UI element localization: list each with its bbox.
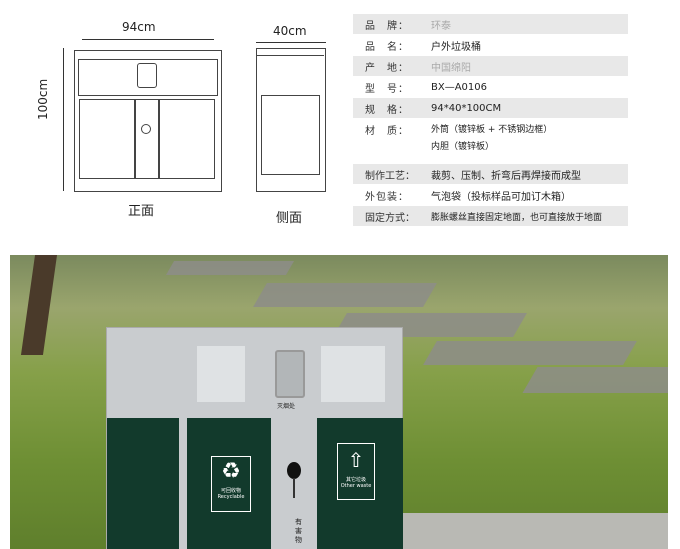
height-label: 100cm xyxy=(36,78,50,120)
other-waste-sign: ⇧ 其它垃圾 Other waste xyxy=(337,443,375,500)
spec-key: 外包装： xyxy=(365,191,409,203)
spec-value: 94*40*100CM xyxy=(431,102,502,114)
other-cn: 其它垃圾 xyxy=(345,477,366,483)
spec-row: 固定方式： 膨胀螺丝直接固定地面，也可直接放于地面 xyxy=(353,206,628,226)
spec-key: 规 格： xyxy=(365,104,409,116)
spec-row: 品 牌： 环泰 xyxy=(353,14,628,34)
ashtray-label: 灭烟处 xyxy=(277,403,296,410)
other-en: Other waste xyxy=(340,483,372,489)
spec-value: 膨胀螺丝直接固定地面，也可直接放于地面 xyxy=(431,212,603,223)
depth-label: 40cm xyxy=(273,24,307,38)
keyhole xyxy=(287,462,301,479)
spec-key: 制作工艺： xyxy=(365,170,415,182)
spec-value: 内胆（镀锌板） xyxy=(431,142,495,152)
trash-bin: 灭烟处 ♻ 可回收物 Recyclable ⇧ 其它垃圾 Other waste… xyxy=(106,327,403,549)
spec-row: 产 地： 中国绵阳 xyxy=(353,56,628,76)
spec-value: 环泰 xyxy=(431,20,451,32)
other-waste-door xyxy=(317,418,403,549)
spec-row: 外包装： 气泡袋（投标样品可加订木箱） xyxy=(353,184,628,206)
spec-row: 品 名： 户外垃圾桶 xyxy=(353,34,628,56)
spec-row: 制作工艺： 裁剪、压制、折弯后再焊接而成型 xyxy=(353,164,628,184)
height-dimension-line xyxy=(63,48,64,191)
depth-dimension-line xyxy=(256,42,326,43)
harmful-label: 有害物 xyxy=(295,518,302,544)
spec-table: 品 牌： 环泰 品 名： 户外垃圾桶 产 地： 中国绵阳 型 号： BX—A0106 规… xyxy=(353,14,628,226)
spec-row: 规 格： 94*40*100CM xyxy=(353,98,628,118)
spec-row: 材 质： 外筒（镀锌板 + 不锈钢边框） 内胆（镀锌板） xyxy=(353,118,628,158)
width-label: 94cm xyxy=(122,20,156,34)
product-photo: 灭烟处 ♻ 可回收物 Recyclable ⇧ 其它垃圾 Other waste… xyxy=(10,255,668,549)
spec-key: 固定方式： xyxy=(365,212,415,224)
width-dimension-line xyxy=(82,39,214,40)
spec-key: 品 名： xyxy=(365,41,409,53)
spec-row: 型 号： BX—A0106 xyxy=(353,76,628,98)
tree-trunk xyxy=(20,255,58,355)
spec-key: 产 地： xyxy=(365,62,409,74)
side-view-drawing xyxy=(256,48,326,192)
front-view-drawing xyxy=(74,50,222,192)
spec-value: 裁剪、压制、折弯后再焊接而成型 xyxy=(431,170,581,182)
recycle-icon: ♻ xyxy=(221,459,241,484)
recyclable-cn: 可回收物 xyxy=(220,488,241,494)
spec-key: 品 牌： xyxy=(365,20,409,32)
spec-key: 型 号： xyxy=(365,83,409,95)
recyclable-sign: ♻ 可回收物 Recyclable xyxy=(211,456,251,512)
spec-value: 气泡袋（投标样品可加订木箱） xyxy=(431,191,571,203)
spec-value: BX—A0106 xyxy=(431,81,488,93)
spec-key: 材 质： xyxy=(365,126,409,137)
triangle-icon: ⇧ xyxy=(347,448,365,472)
curb xyxy=(400,513,668,549)
recyclable-door xyxy=(187,418,271,549)
side-view-caption: 侧面 xyxy=(276,211,303,226)
front-view-caption: 正面 xyxy=(128,204,155,219)
spec-value: 户外垃圾桶 xyxy=(431,41,481,53)
spec-value: 外筒（镀锌板 + 不锈钢边框） xyxy=(431,125,553,135)
recyclable-en: Recyclable xyxy=(217,494,245,500)
spec-value: 中国绵阳 xyxy=(431,62,471,74)
ashtray xyxy=(275,350,305,398)
